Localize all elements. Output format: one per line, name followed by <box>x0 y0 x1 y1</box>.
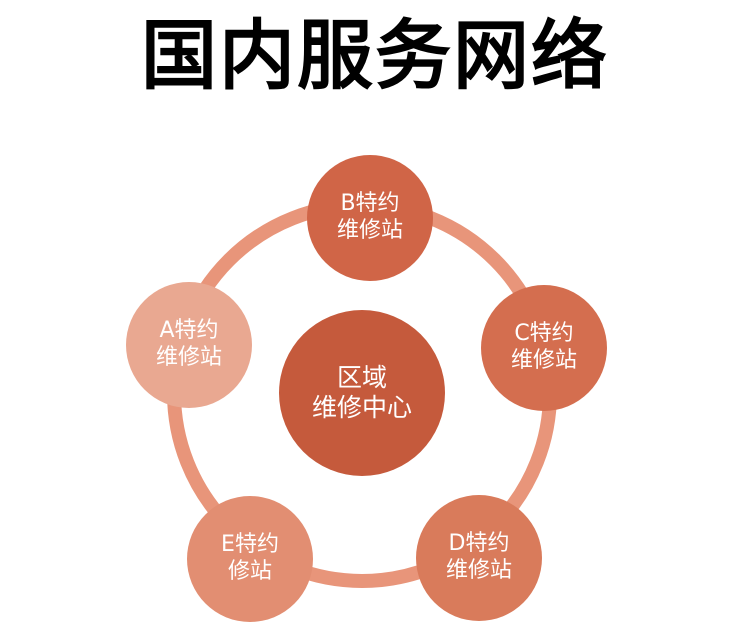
page-title: 国内服务网络 <box>141 11 609 100</box>
station-e-node: E特约 修站 <box>187 496 313 622</box>
station-d-label-line2: 维修站 <box>445 558 512 583</box>
station-a-node: A特约 维修站 <box>126 282 252 408</box>
station-a-label-line2: 维修站 <box>155 345 222 370</box>
regional-repair-center-node: 区域 维修中心 <box>279 310 445 476</box>
station-b-node: B特约 维修站 <box>307 155 433 281</box>
station-c-label-line2: 维修站 <box>510 348 577 373</box>
station-c-node: C特约 维修站 <box>481 285 607 411</box>
station-b-label-line2: 维修站 <box>336 218 403 243</box>
center-label-line2: 维修中心 <box>311 393 412 422</box>
station-a-label-line1: A特约 <box>159 318 219 344</box>
center-label-line1: 区域 <box>336 362 387 392</box>
station-e-label-line2: 修站 <box>227 559 272 584</box>
station-d-label-line1: D特约 <box>448 531 510 557</box>
station-b-label-line1: B特约 <box>340 191 400 217</box>
station-d-node: D特约 维修站 <box>416 495 542 621</box>
station-c-label-line1: C特约 <box>514 321 574 347</box>
station-e-label-line1: E特约 <box>221 532 279 558</box>
